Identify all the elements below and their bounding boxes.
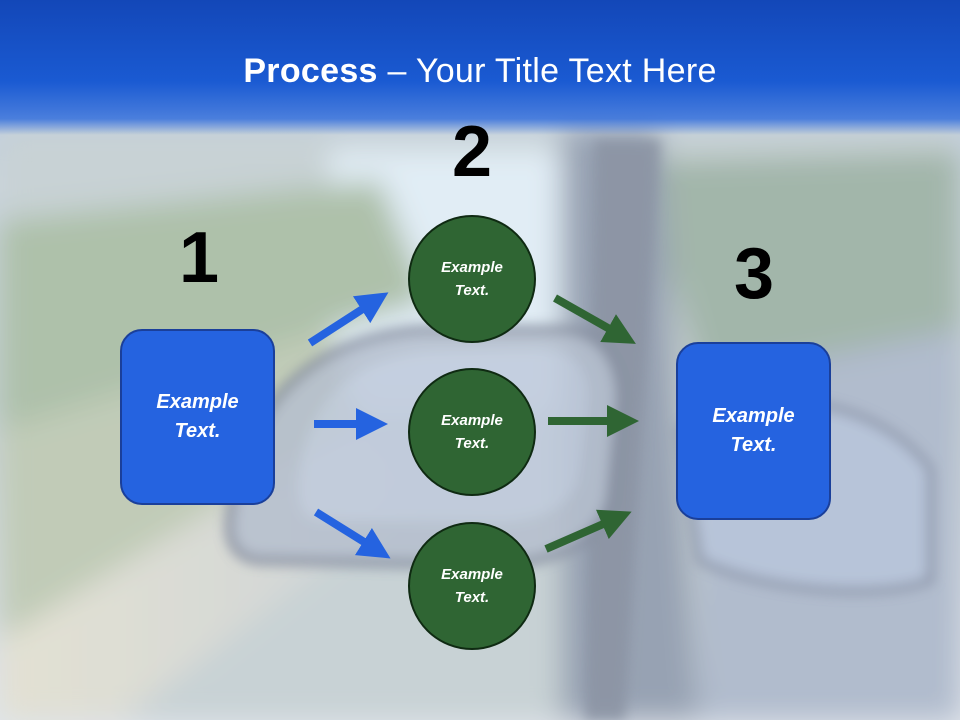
title-rest-part: – Your Title Text Here [377, 52, 717, 90]
right-process-box: Example Text. [676, 342, 831, 520]
step-number-3: 3 [733, 234, 775, 314]
title-bold-part: Process [243, 52, 378, 90]
slide-title: Process – Your Title Text Here [0, 52, 960, 91]
step-number-2: 2 [451, 112, 493, 192]
circle-middle: Example Text. [408, 368, 536, 496]
circle-top: Example Text. [408, 215, 536, 343]
title-band [0, 0, 960, 135]
circle-bottom: Example Text. [408, 522, 536, 650]
left-process-box: Example Text. [120, 329, 275, 505]
step-number-1: 1 [178, 218, 220, 298]
